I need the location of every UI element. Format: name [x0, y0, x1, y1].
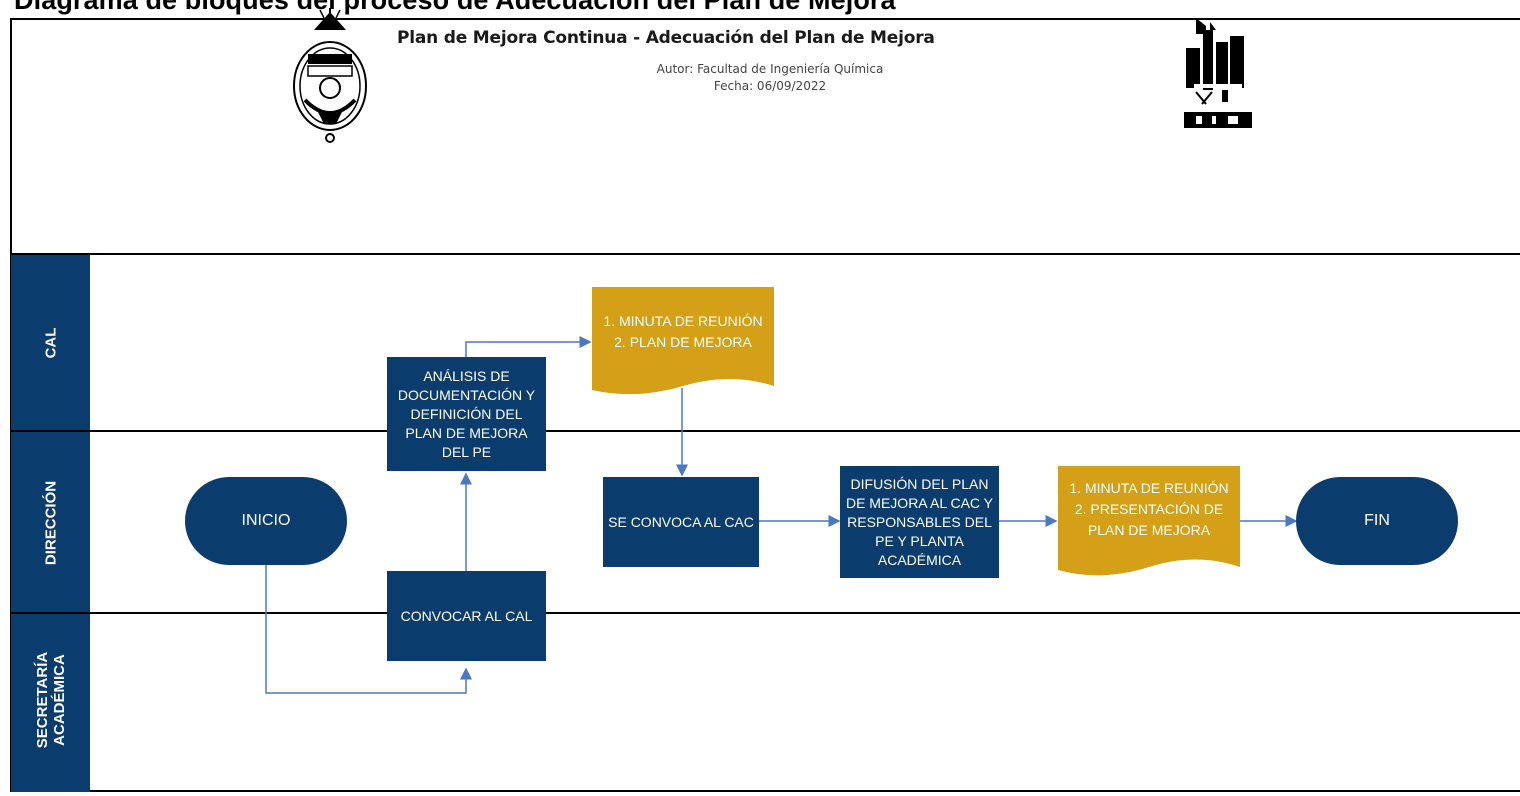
- process-convoca-cac: SE CONVOCA AL CAC: [603, 477, 759, 567]
- lane-label-direccion: DIRECCIÓN: [42, 480, 60, 566]
- lane-label-cal: CAL: [42, 327, 60, 359]
- diagram-frame: [10, 18, 1520, 792]
- process-convoca-cac-label: SE CONVOCA AL CAC: [608, 513, 754, 530]
- process-difusion: DIFUSIÓN DEL PLAN DE MEJORA AL CAC Y RES…: [840, 466, 999, 578]
- lane-divider-direccion-top: [10, 430, 1520, 432]
- lane-band-cal: [11, 255, 90, 430]
- lane-label-secretaria: SECRETARÍA ACADÉMICA: [34, 651, 68, 749]
- start-label: INICIO: [241, 512, 291, 529]
- process-difusion-label: DIFUSIÓN DEL PLAN DE MEJORA AL CAC Y RES…: [845, 475, 994, 568]
- document-minuta-presentacion-label: 1. MINUTA DE REUNIÓN 2. PRESENTACIÓN DE …: [1069, 480, 1229, 538]
- document-date: Fecha: 06/09/2022: [713, 79, 827, 93]
- end-terminal: FIN: [1296, 477, 1458, 565]
- lane-divider-cal-top: [10, 253, 1520, 255]
- start-terminal: INICIO: [185, 477, 347, 565]
- document-author: Autor: Facultad de Ingeniería Química: [656, 62, 884, 76]
- process-convocar-cal-label: CONVOCAR AL CAL: [400, 607, 533, 624]
- document-title: Plan de Mejora Continua - Adecuación del…: [397, 28, 935, 48]
- end-label: FIN: [1364, 512, 1390, 529]
- process-analisis: ANÁLISIS DE DOCUMENTACIÓN Y DEFINICIÓN D…: [387, 357, 546, 471]
- lane-divider-secretaria-top: [10, 612, 1520, 614]
- lane-band-direccion: [11, 432, 90, 612]
- document-minuta-plan-label: 1. MINUTA DE REUNIÓN 2. PLAN DE MEJORA: [603, 313, 763, 350]
- page-title: Diagrama de bloques del proceso de Adecu…: [14, 0, 896, 15]
- process-analisis-label: ANÁLISIS DE DOCUMENTACIÓN Y DEFINICIÓN D…: [397, 367, 536, 460]
- lane-band-secretaria: [11, 614, 90, 792]
- process-convocar-cal: CONVOCAR AL CAL: [387, 571, 546, 661]
